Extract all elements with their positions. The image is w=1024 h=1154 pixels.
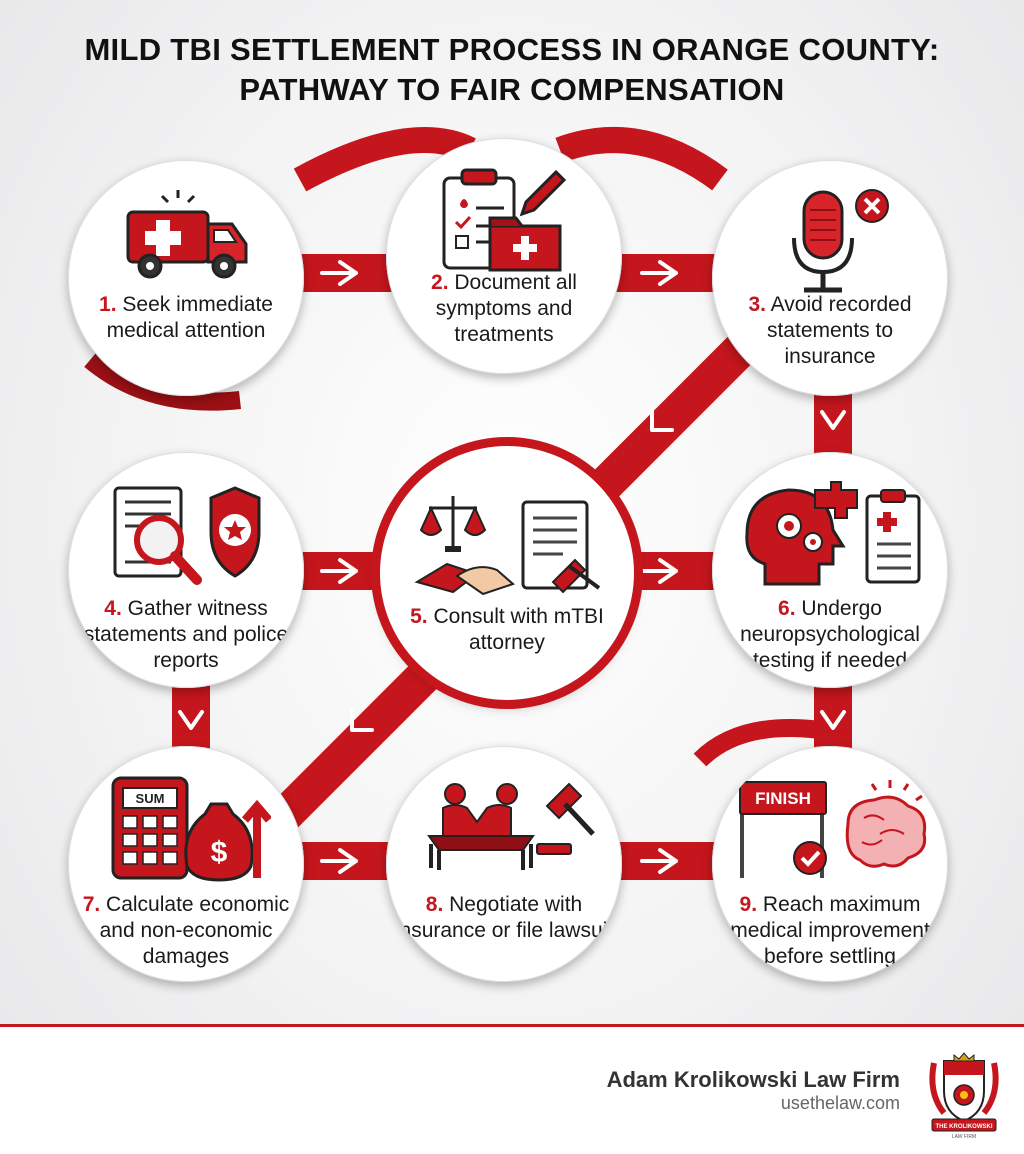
arrow-3-6 [820, 410, 846, 430]
document-badge-icon [113, 486, 261, 585]
step-6-node: 6. Undergo neuropsychological testing if… [712, 452, 948, 688]
negotiation-gavel-icon [427, 782, 595, 870]
scales-handshake-gavel-icon [414, 496, 601, 596]
arrow-8-9 [640, 848, 678, 874]
svg-text:LAW FIRM: LAW FIRM [952, 1134, 976, 1140]
step-8-node: 8. Negotiate with insurance or file laws… [386, 746, 622, 982]
title-line-2: PATHWAY TO FAIR COMPENSATION [239, 72, 785, 107]
firm-url[interactable]: usethelaw.com [780, 1093, 900, 1113]
firm-name: Adam Krolikowski Law Firm [606, 1067, 900, 1092]
step-3-label: 3. Avoid recorded statements to insuranc… [748, 293, 912, 368]
step-3-node: 3. Avoid recorded statements to insuranc… [712, 160, 948, 396]
svg-text:$: $ [211, 836, 228, 869]
connector-arc-2-3 [555, 127, 728, 191]
arrow-7-8 [320, 848, 358, 874]
arrow-4-5 [320, 558, 358, 584]
arrow-2-3 [640, 260, 678, 286]
connector-arc-1-2 [293, 127, 476, 192]
connector-swoosh-9 [693, 719, 822, 767]
arrow-6-9 [820, 710, 846, 730]
step-5-label: 5. Consult with mTBI attorney [410, 605, 604, 654]
footer-divider [0, 1024, 1024, 1027]
step-7-node: SUM $ 7. Calculate economic and non-econ… [68, 746, 304, 982]
svg-text:THE KROLIKOWSKI: THE KROLIKOWSKI [936, 1124, 993, 1130]
finish-banner-text: FINISH [755, 789, 811, 808]
step-4-node: 4. Gather witness statements and police … [68, 452, 304, 688]
step-4-label: 4. Gather witness statements and police … [83, 597, 289, 672]
step-5-node: 5. Consult with mTBI attorney [380, 446, 634, 700]
head-gears-icon [745, 481, 921, 586]
arrow-3-5 [650, 408, 674, 432]
step-6-label: 6. Undergo neuropsychological testing if… [740, 597, 920, 672]
title-line-1: MILD TBI SETTLEMENT PROCESS IN ORANGE CO… [84, 32, 940, 67]
microphone-cross-icon [792, 189, 889, 293]
calculator-moneybag-icon: SUM $ [111, 776, 271, 882]
clipboard-folder-icon [442, 168, 567, 272]
calculator-display: SUM [136, 791, 165, 806]
arrow-5-7 [350, 708, 374, 732]
step-1-label: 1. Seek immediate medical attention [99, 293, 273, 342]
step-7-label: 7. Calculate economic and non-economic d… [82, 893, 290, 968]
page-title: MILD TBI SETTLEMENT PROCESS IN ORANGE CO… [0, 30, 1024, 110]
law-firm-crest-logo: THE KROLIKOWSKI LAW FIRM [929, 1052, 999, 1140]
step-9-label: 9. Reach maximum medical improvement bef… [730, 893, 930, 968]
arrow-1-2 [320, 260, 358, 286]
ambulance-icon [126, 190, 248, 279]
arrow-5-6 [640, 558, 678, 584]
step-9-node: FINISH 9. Reach maximum medical improvem… [712, 746, 948, 982]
footer: Adam Krolikowski Law Firm usethelaw.com … [0, 1027, 1024, 1154]
step-2-label: 2. Document all symptoms and treatments [431, 271, 577, 346]
step-8-label: 8. Negotiate with insurance or file laws… [394, 893, 614, 942]
connector-swoosh-1 [84, 353, 241, 411]
step-1-node: 1. Seek immediate medical attention [68, 160, 304, 396]
finish-brain-icon: FINISH [739, 780, 927, 878]
step-2-node: 2. Document all symptoms and treatments [386, 138, 622, 374]
arrow-4-7 [178, 710, 204, 730]
